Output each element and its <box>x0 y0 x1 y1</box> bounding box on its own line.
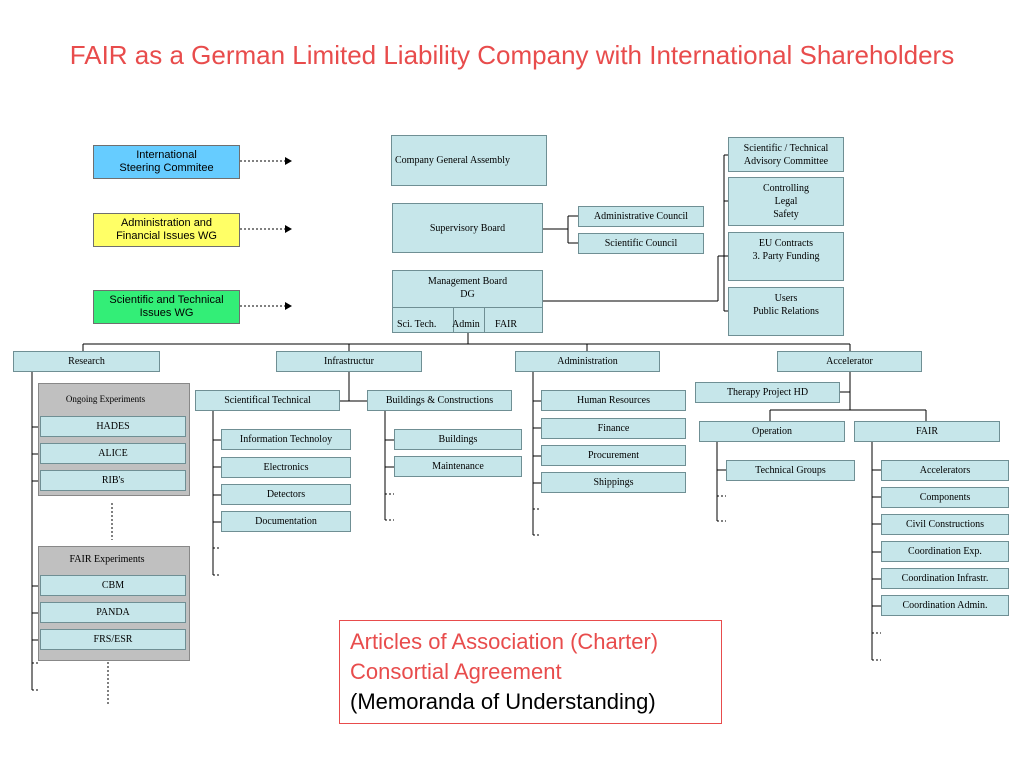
operation: Operation <box>699 421 845 442</box>
shippings: Shippings <box>541 472 686 493</box>
legal-documents-panel: Articles of Association (Charter) Consor… <box>339 620 722 724</box>
procurement: Procurement <box>541 445 686 466</box>
finance: Finance <box>541 418 686 439</box>
management-board-divider-left <box>453 307 454 333</box>
supervisory-board: Supervisory Board <box>392 203 543 253</box>
management-board-divider-right <box>484 307 485 333</box>
users-public-relations: Users Public Relations <box>728 287 844 336</box>
coordination-exp: Coordination Exp. <box>881 541 1009 562</box>
management-board: Management Board DG Sci. Tech. Admin FAI… <box>392 270 543 333</box>
documentation: Documentation <box>221 511 351 532</box>
arrowhead-icon <box>285 225 292 233</box>
experiment-panda: PANDA <box>40 602 186 623</box>
administration-financial-wg: Administration and Financial Issues WG <box>93 213 240 247</box>
articles-of-association: Articles of Association (Charter) <box>350 629 659 654</box>
detectors: Detectors <box>221 484 351 505</box>
accelerator-fair: FAIR <box>854 421 1000 442</box>
page-title: FAIR as a German Limited Liability Compa… <box>69 40 955 70</box>
management-board-label: Management Board DG <box>427 276 508 300</box>
scientific-council: Scientific Council <box>578 233 704 254</box>
scientifical-technical: Scientifical Technical <box>195 390 340 411</box>
accelerators: Accelerators <box>881 460 1009 481</box>
arrowhead-icon <box>285 302 292 310</box>
coordination-infrastr: Coordination Infrastr. <box>881 568 1009 589</box>
coordination-admin: Coordination Admin. <box>881 595 1009 616</box>
eu-contracts-funding: EU Contracts 3. Party Funding <box>728 232 844 281</box>
civil-constructions: Civil Constructions <box>881 514 1009 535</box>
management-board-divider <box>393 307 542 308</box>
international-steering-committee: International Steering Commitee <box>93 145 240 179</box>
therapy-project-hd: Therapy Project HD <box>695 382 840 403</box>
division-administration: Administration <box>515 351 660 372</box>
electronics: Electronics <box>221 457 351 478</box>
ongoing-experiments-label: Ongoing Experiments <box>65 394 146 404</box>
arrowhead-icon <box>285 157 292 165</box>
experiment-hades: HADES <box>40 416 186 437</box>
experiment-cbm: CBM <box>40 575 186 596</box>
maintenance: Maintenance <box>394 456 522 477</box>
human-resources: Human Resources <box>541 390 686 411</box>
experiment-alice: ALICE <box>40 443 186 464</box>
division-research: Research <box>13 351 160 372</box>
experiment-frs-esr: FRS/ESR <box>40 629 186 650</box>
scientific-technical-advisory-committee: Scientific / Technical Advisory Committe… <box>728 137 844 172</box>
experiment-ribs: RIB's <box>40 470 186 491</box>
buildings-constructions: Buildings & Constructions <box>367 390 512 411</box>
company-general-assembly: Company General Assembly <box>391 135 547 186</box>
fair-experiments-label: FAIR Experiments <box>69 554 145 565</box>
information-technology: Information Technoloy <box>221 429 351 450</box>
management-unit-sci-tech: Sci. Tech. <box>397 319 437 330</box>
buildings: Buildings <box>394 429 522 450</box>
scientific-technical-wg: Scientific and Technical Issues WG <box>93 290 240 324</box>
consortial-agreement: Consortial Agreement <box>350 659 562 684</box>
division-accelerator: Accelerator <box>777 351 922 372</box>
administrative-council: Administrative Council <box>578 206 704 227</box>
controlling-legal-safety: Controlling Legal Safety <box>728 177 844 226</box>
components: Components <box>881 487 1009 508</box>
memoranda-of-understanding: (Memoranda of Understanding) <box>350 689 656 714</box>
management-unit-admin: Admin <box>452 319 480 330</box>
management-unit-fair: FAIR <box>495 319 518 330</box>
division-infrastructure: Infrastructur <box>276 351 422 372</box>
technical-groups: Technical Groups <box>726 460 855 481</box>
